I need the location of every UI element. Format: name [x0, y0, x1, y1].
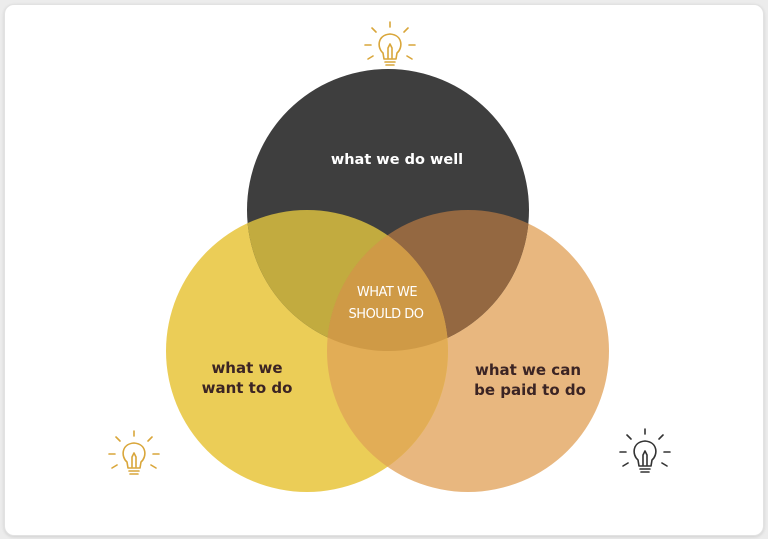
lightbulb-icon-right [619, 428, 671, 473]
label-want-to-do-line1: what we [211, 359, 282, 377]
lightbulb-icon-left [108, 430, 160, 475]
lightbulb-icon-top [364, 21, 416, 66]
label-paid-to-do-line2: be paid to do [474, 381, 586, 399]
label-center-line2: SHOULD DO [349, 307, 424, 322]
overlap-center [327, 210, 448, 351]
label-paid-to-do-line1: what we can [475, 361, 581, 379]
diagram-card: what we do well what we want to do what … [4, 4, 764, 536]
venn-diagram: what we do well what we want to do what … [108, 21, 671, 492]
label-center-line1: WHAT WE [357, 285, 417, 300]
label-want-to-do-line2: want to do [202, 379, 293, 397]
label-what-we-do-well: what we do well [331, 152, 463, 168]
